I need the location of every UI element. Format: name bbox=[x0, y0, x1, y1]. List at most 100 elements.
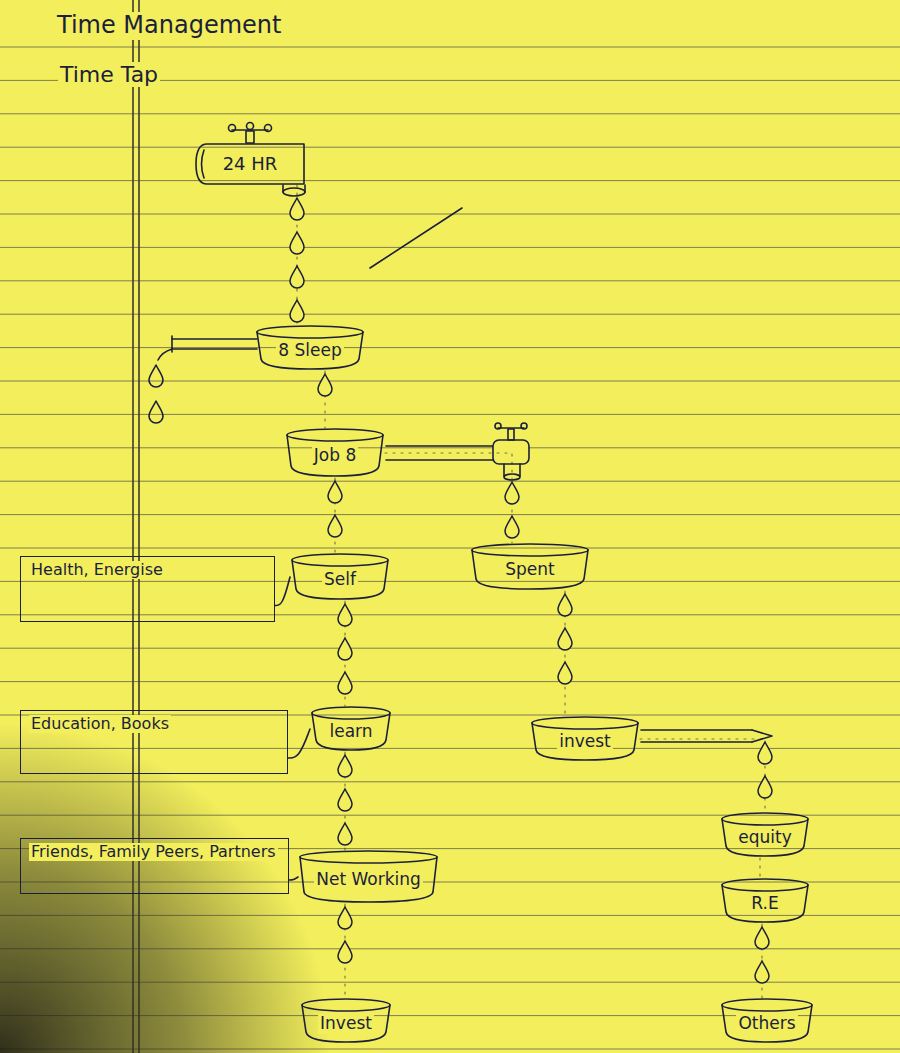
water-drop bbox=[558, 662, 572, 684]
bowl-label: equity bbox=[736, 828, 793, 848]
water-drop bbox=[505, 482, 519, 504]
time-bowl: 8 Sleep bbox=[255, 325, 365, 371]
flow-line bbox=[759, 858, 760, 878]
flow-group bbox=[385, 453, 519, 543]
ruled-line bbox=[0, 280, 900, 281]
callout-box: Health, Energise bbox=[20, 556, 275, 622]
ruled-line bbox=[0, 414, 900, 415]
bowl-label: Spent bbox=[503, 560, 556, 580]
flow-line bbox=[640, 739, 765, 812]
flow-group bbox=[290, 185, 304, 325]
flow-line bbox=[385, 453, 512, 543]
flow-group bbox=[275, 577, 290, 606]
callout-text: Health, Energise bbox=[29, 561, 165, 579]
water-drop bbox=[328, 515, 342, 537]
bowl-label: Net Working bbox=[314, 870, 423, 890]
time-bowl: invest bbox=[530, 716, 640, 762]
bowl-label: learn bbox=[327, 722, 374, 742]
stray-stroke bbox=[370, 208, 462, 268]
ruled-line bbox=[0, 347, 900, 348]
flow-group bbox=[640, 739, 772, 812]
bowl-label: Invest bbox=[318, 1014, 374, 1034]
callout-line bbox=[289, 877, 298, 880]
job-pipe-tap bbox=[386, 423, 529, 480]
water-drop bbox=[318, 374, 332, 396]
ruled-line bbox=[0, 180, 900, 181]
water-drop bbox=[338, 755, 352, 777]
ruled-line bbox=[0, 147, 900, 148]
callout-box: Friends, Family Peers, Partners bbox=[20, 838, 289, 894]
water-drop bbox=[290, 232, 304, 254]
time-bowl: Net Working bbox=[298, 850, 439, 904]
water-drop bbox=[558, 628, 572, 650]
time-bowl: Invest bbox=[300, 998, 392, 1044]
time-bowl: Self bbox=[290, 553, 390, 601]
ruled-line bbox=[0, 447, 900, 448]
ruled-line bbox=[0, 581, 900, 582]
callout-text: Education, Books bbox=[29, 715, 171, 733]
water-drop bbox=[558, 594, 572, 616]
water-drop bbox=[758, 742, 772, 764]
water-drop bbox=[338, 604, 352, 626]
sleep-overflow-pipe bbox=[149, 336, 257, 423]
flow-group bbox=[338, 904, 352, 998]
flow-group bbox=[338, 752, 352, 850]
water-drop bbox=[328, 481, 342, 503]
ruled-line bbox=[0, 47, 900, 48]
bowl-label: R.E bbox=[749, 894, 780, 914]
water-drop bbox=[290, 300, 304, 322]
flow-group bbox=[288, 729, 310, 758]
ruled-line bbox=[0, 648, 900, 649]
water-drop bbox=[338, 823, 352, 845]
ruled-line bbox=[0, 113, 900, 114]
flow-group bbox=[338, 601, 352, 706]
time-bowl: Spent bbox=[470, 543, 590, 591]
ruled-line bbox=[0, 614, 900, 615]
water-drop bbox=[290, 266, 304, 288]
callout-line bbox=[288, 729, 310, 758]
ruled-line bbox=[0, 681, 900, 682]
flow-group bbox=[755, 924, 769, 998]
water-drop bbox=[338, 941, 352, 963]
water-drop bbox=[338, 638, 352, 660]
ruled-line bbox=[0, 481, 900, 482]
water-drop bbox=[755, 927, 769, 949]
ruled-line bbox=[0, 381, 900, 382]
time-bowl: Job 8 bbox=[285, 428, 385, 478]
bowl-label: invest bbox=[557, 732, 613, 752]
ruled-line bbox=[0, 514, 900, 515]
water-drop bbox=[758, 776, 772, 798]
time-tap: 24 HR bbox=[195, 143, 305, 185]
tap-label: 24 HR bbox=[221, 154, 280, 175]
ruled-line bbox=[0, 548, 900, 549]
flow-group bbox=[328, 478, 342, 553]
time-bowl: R.E bbox=[720, 878, 810, 924]
water-drop bbox=[290, 198, 304, 220]
flow-group bbox=[760, 858, 761, 878]
bowl-label: 8 Sleep bbox=[276, 341, 343, 361]
tap-handle bbox=[229, 123, 272, 144]
flow-group bbox=[289, 877, 298, 880]
bowl-label: Job 8 bbox=[312, 446, 358, 466]
time-bowl: learn bbox=[310, 706, 392, 752]
water-drop bbox=[505, 516, 519, 538]
heading-note: Time Tap bbox=[58, 62, 160, 87]
ruled-line bbox=[0, 214, 900, 215]
water-drop bbox=[338, 789, 352, 811]
callout-box: Education, Books bbox=[20, 710, 288, 774]
bowl-label: Self bbox=[322, 570, 358, 590]
tap-spout bbox=[283, 185, 305, 196]
ruled-line bbox=[0, 247, 900, 248]
invest-pipe bbox=[641, 730, 772, 742]
time-bowl: equity bbox=[720, 812, 810, 858]
water-drop bbox=[338, 907, 352, 929]
bowl-label: Others bbox=[736, 1014, 797, 1034]
callout-line bbox=[275, 577, 290, 606]
water-drop bbox=[755, 961, 769, 983]
callout-text: Friends, Family Peers, Partners bbox=[29, 843, 278, 861]
page-title: Time Management bbox=[55, 12, 283, 40]
ruled-line bbox=[0, 314, 900, 315]
water-drop bbox=[338, 672, 352, 694]
flow-group bbox=[558, 591, 572, 716]
time-bowl: Others bbox=[720, 998, 814, 1044]
